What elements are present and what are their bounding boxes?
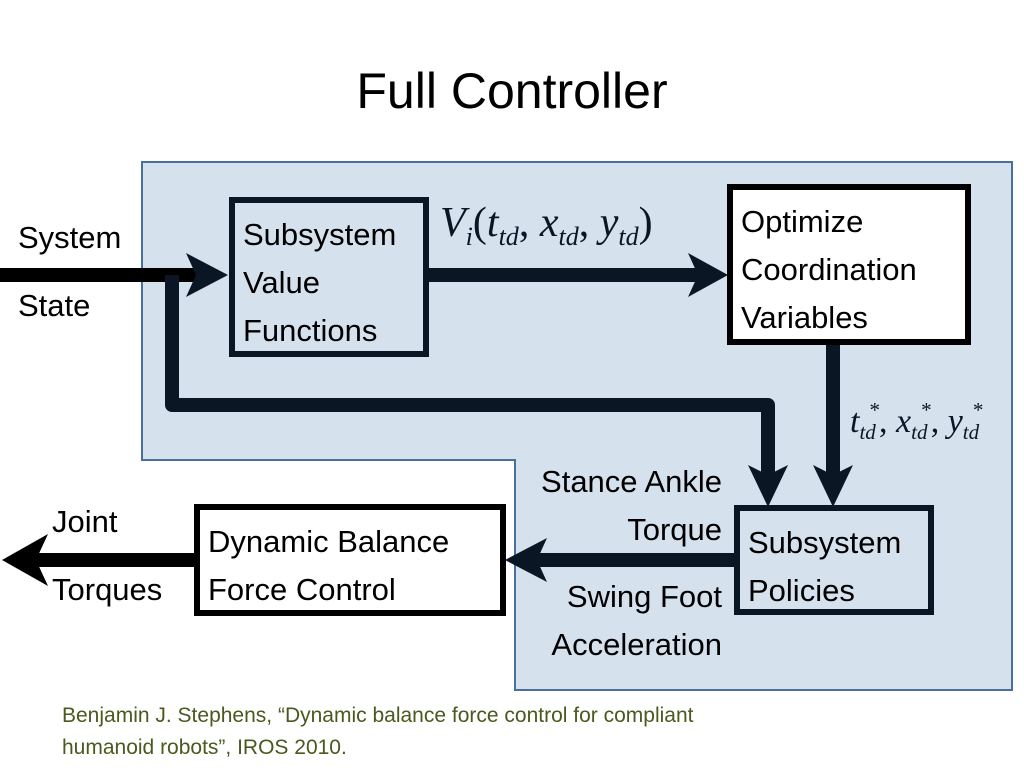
policy-arrowhead <box>505 538 547 582</box>
state-feedback-arrow <box>165 275 775 480</box>
coordination-arrowhead <box>813 465 853 507</box>
policies-box: Subsystem Policies <box>734 505 934 615</box>
value-arrowhead <box>688 253 728 297</box>
output-arrowhead <box>2 534 48 586</box>
state-feedback-arrowhead <box>748 465 788 507</box>
swing-foot-acceleration-label: Swing Foot Acceleration <box>551 579 722 662</box>
joint-torques-label-bottom: Torques <box>52 572 163 607</box>
joint-torques-label-top: Joint <box>52 504 118 539</box>
balance-box: Dynamic Balance Force Control <box>194 504 506 616</box>
value-functions-box: Subsystem Value Functions <box>229 197 429 357</box>
citation: Benjamin J. Stephens, “Dynamic balance f… <box>62 704 694 759</box>
value-function-signal: Vi(ttd, xtd, ytd) <box>440 200 653 252</box>
optimize-box: Optimize Coordination Variables <box>727 184 971 345</box>
input-arrowhead <box>186 253 228 297</box>
optimal-variables-signal: ttd*, xtd*, ytd* <box>850 398 983 445</box>
slide-title: Full Controller <box>356 63 668 119</box>
stance-ankle-torque-label: Stance Ankle Torque <box>541 464 722 547</box>
system-state-label: System State <box>18 220 122 323</box>
